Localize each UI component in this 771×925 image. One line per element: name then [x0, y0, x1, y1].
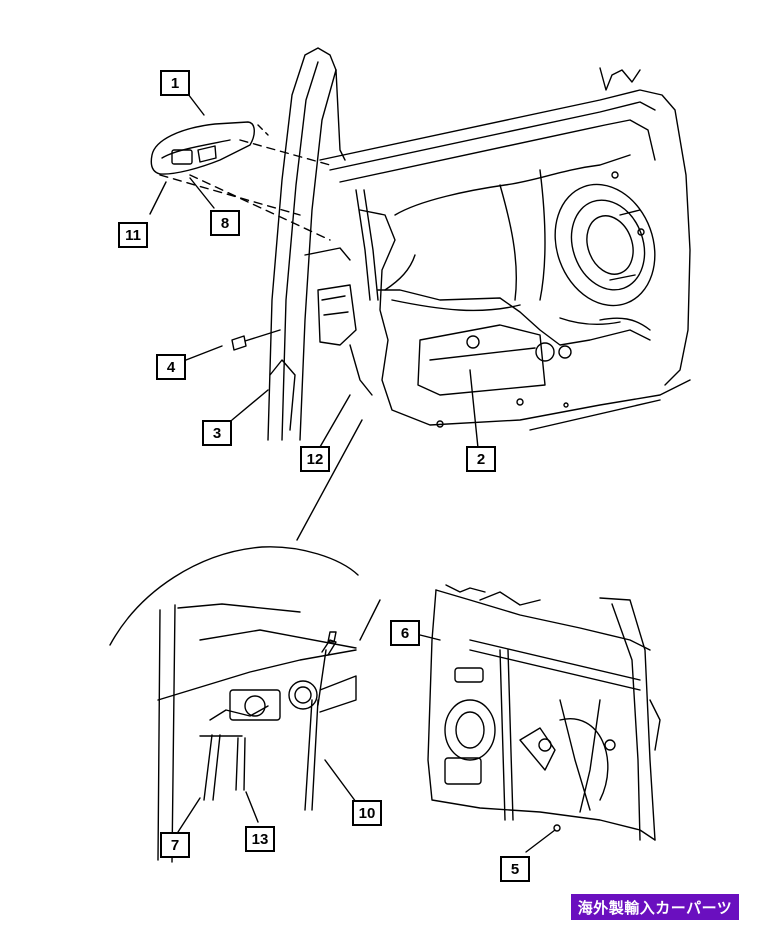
callout-6: 6 [390, 620, 420, 646]
callout-4: 4 [156, 354, 186, 380]
callout-10: 10 [352, 800, 382, 826]
callout-13: 13 [245, 826, 275, 852]
detail-view [109, 546, 381, 863]
callout-7: 7 [160, 832, 190, 858]
callout-1: 1 [160, 70, 190, 96]
callout-12: 12 [300, 446, 330, 472]
door-inner-panel [267, 47, 691, 441]
callout-5: 5 [500, 856, 530, 882]
callout-11: 11 [118, 222, 148, 248]
callout-3: 3 [202, 420, 232, 446]
callout-8: 8 [210, 210, 240, 236]
door-view-small [419, 584, 661, 853]
bolt [231, 329, 281, 351]
callout-2: 2 [466, 446, 496, 472]
outside-handle [150, 121, 331, 241]
leader-lines-top [149, 93, 479, 541]
watermark-badge: 海外製輸入カーパーツ [571, 894, 739, 920]
